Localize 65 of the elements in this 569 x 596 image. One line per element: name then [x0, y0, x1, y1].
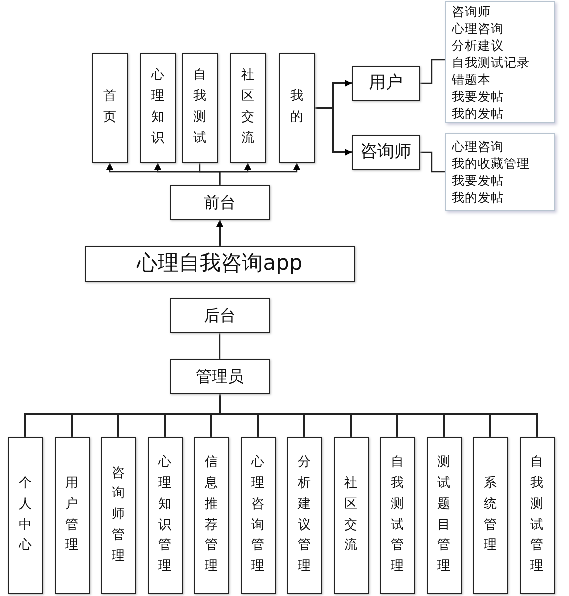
box-label: 咨询师: [360, 142, 412, 163]
module-box: [230, 53, 266, 163]
feature-item: 自我测试记录: [452, 54, 530, 70]
connector-line: [420, 152, 445, 173]
module-box: [279, 53, 315, 163]
role-box: [352, 135, 420, 170]
role-box: [352, 66, 420, 101]
arrow: [315, 107, 352, 156]
module-label: 信息推荐管理: [205, 454, 218, 576]
connector-line: [420, 59, 445, 84]
arrow: [219, 163, 300, 185]
module-box: [8, 437, 43, 594]
feature-item: 我要发帖: [452, 172, 504, 189]
module-label: 用户管理: [66, 474, 78, 556]
module-label: 心理知识管理: [158, 454, 172, 576]
module-box: [101, 437, 136, 594]
module-box: [194, 437, 229, 594]
box-label: 用户: [369, 73, 403, 94]
role-box: [170, 298, 270, 333]
module-label: 首页: [104, 88, 116, 127]
module-box: [92, 53, 128, 163]
module-box: [287, 437, 322, 594]
module-label: 系统管理: [484, 474, 497, 556]
module-box: [148, 437, 182, 594]
module-box: [520, 437, 554, 594]
module-label: 自我测试: [194, 67, 206, 148]
box-label: 后台: [204, 306, 236, 326]
feature-item: 心理咨询: [452, 138, 504, 155]
module-label: 社区交流: [242, 67, 254, 148]
module-label: 个人中心: [19, 474, 32, 556]
feature-item: 我的收藏管理: [452, 155, 530, 172]
box-label: 管理员: [196, 366, 244, 386]
feature-item: 我要发帖: [452, 88, 504, 104]
feature-list-box: [445, 133, 555, 211]
feature-item: 心理咨询: [452, 20, 504, 36]
feature-item: 我的发帖: [452, 189, 504, 206]
role-box: [170, 359, 270, 394]
feature-item: 错题本: [452, 70, 491, 88]
module-label: 测试题目管理: [438, 454, 450, 576]
arrow: [216, 220, 224, 246]
module-label: 自我测试管理: [530, 454, 544, 576]
module-box: [240, 437, 276, 594]
feature-item: 分析建议: [452, 36, 504, 54]
module-label: 心理咨询管理: [252, 454, 264, 576]
feature-item: 我的发帖: [452, 104, 504, 122]
module-label: 咨询师管理: [112, 464, 125, 566]
box-label: 心理自我咨询app: [137, 251, 303, 277]
module-box: [380, 437, 415, 594]
module-box: [426, 437, 462, 594]
module-label: 分析建议管理: [298, 454, 311, 576]
module-label: 心理知识: [152, 67, 164, 148]
module-box: [182, 53, 218, 163]
module-label: 自我测试管理: [391, 454, 404, 576]
connector-line: [219, 333, 221, 359]
feature-list-box: [445, 1, 555, 123]
feature-item: 咨询师: [452, 2, 491, 20]
box-label: 前台: [204, 192, 236, 212]
module-box: [334, 437, 368, 594]
module-label: 社区交流: [344, 474, 358, 556]
title-box: [85, 246, 355, 282]
role-box: [170, 185, 270, 220]
module-box: [473, 437, 508, 594]
module-box: [140, 53, 176, 163]
module-label: 我的: [290, 88, 304, 127]
module-box: [54, 437, 90, 594]
